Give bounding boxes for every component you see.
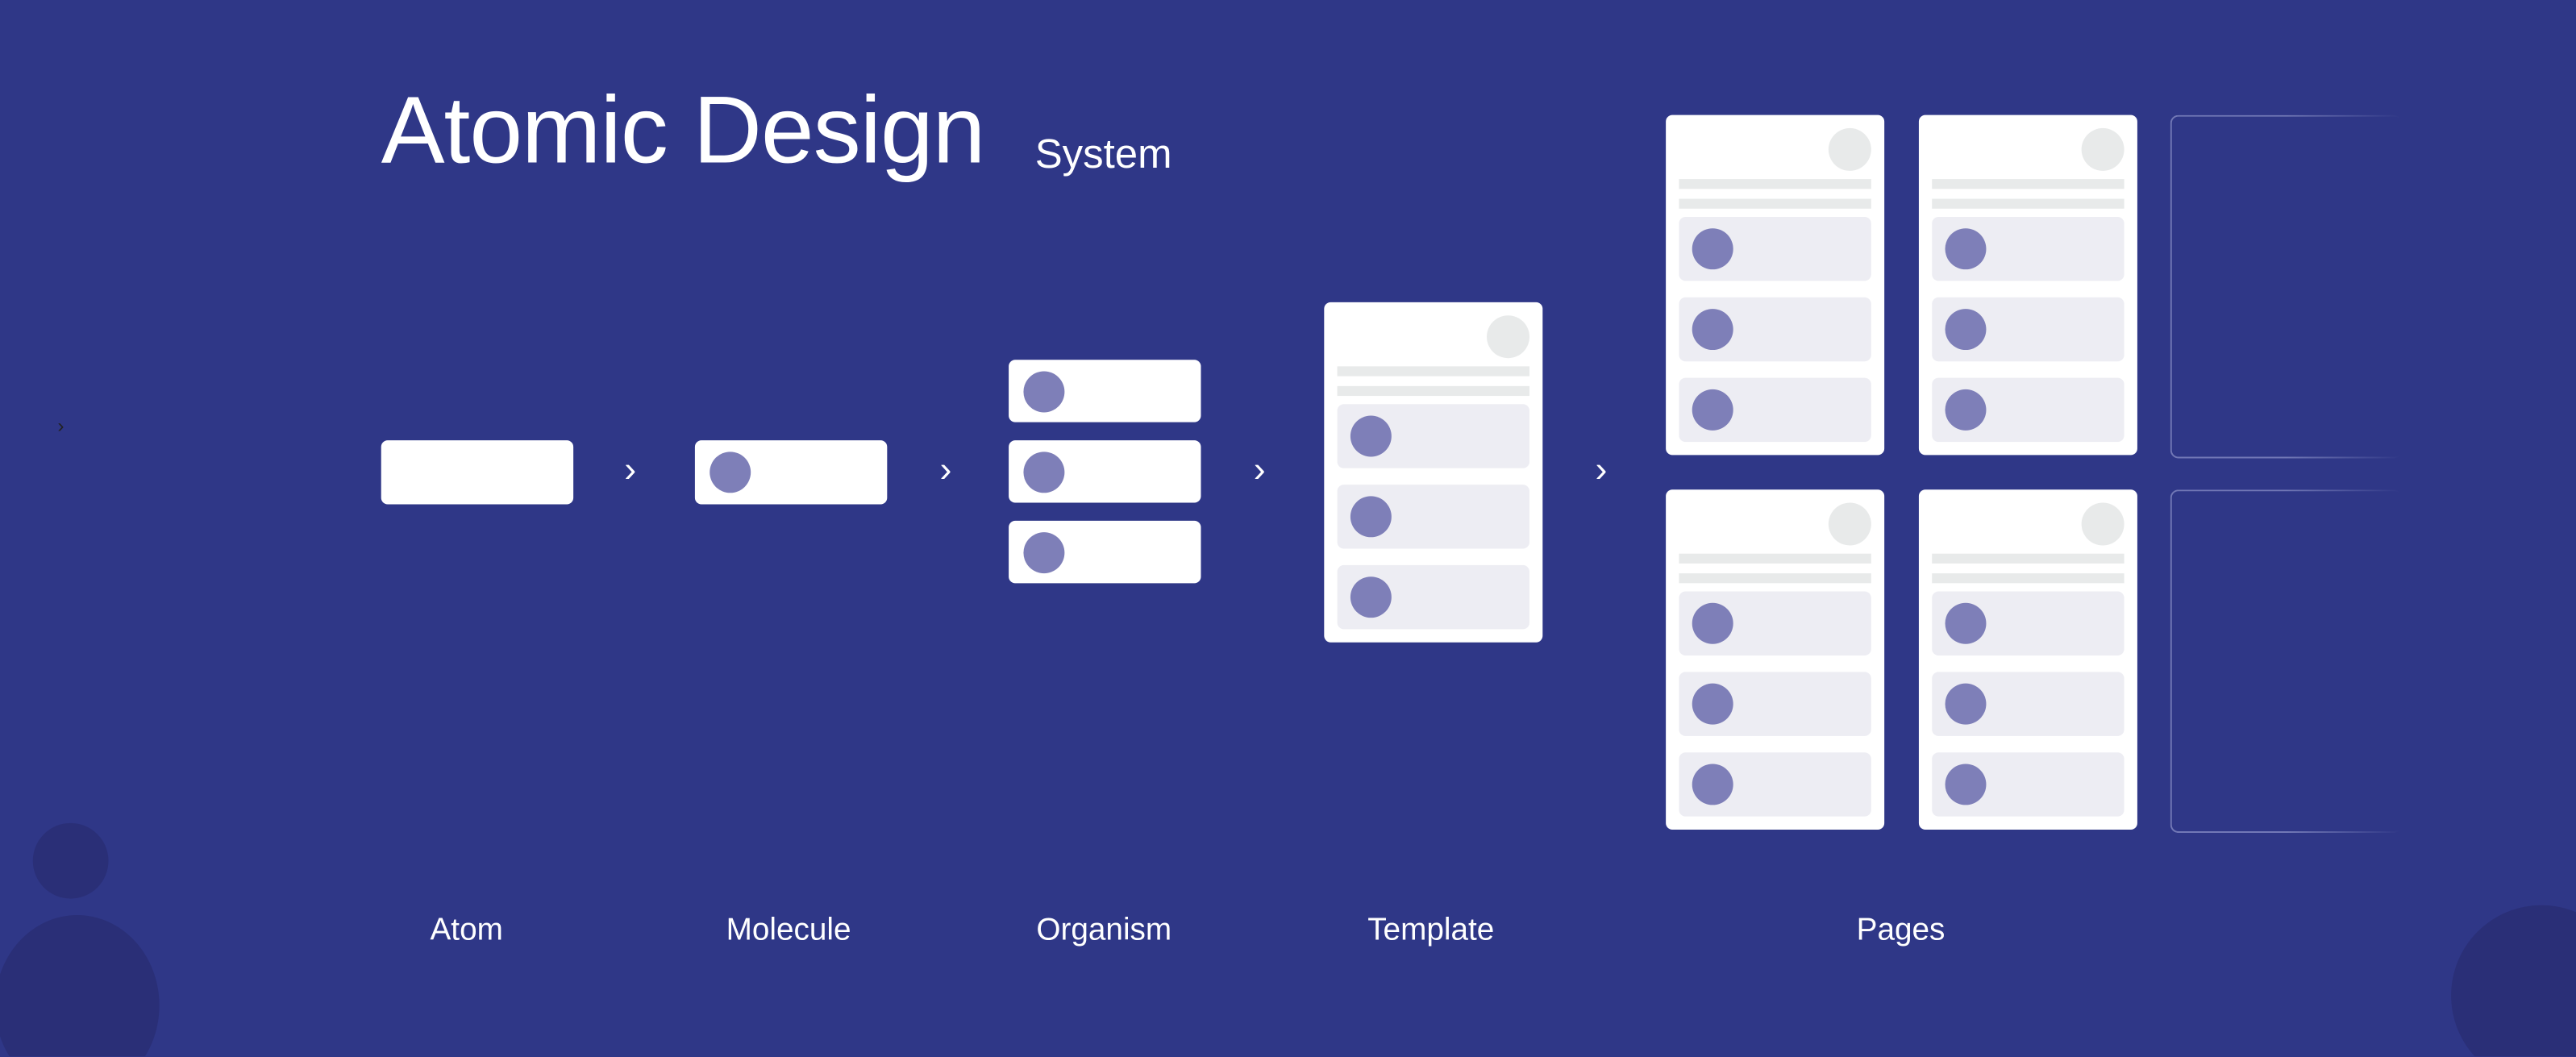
chevron-right-icon: › bbox=[624, 448, 637, 490]
page-subtitle: System bbox=[1034, 131, 1172, 178]
atom-shape bbox=[381, 440, 574, 505]
label-molecule: Molecule bbox=[726, 913, 851, 948]
decorative-circle bbox=[2451, 905, 2576, 1057]
organism-dot bbox=[1023, 532, 1065, 574]
line-placeholder bbox=[1932, 553, 2124, 564]
template-row bbox=[1679, 377, 1871, 443]
template-row bbox=[1337, 404, 1530, 468]
line-placeholder bbox=[1679, 179, 1871, 189]
template-row bbox=[1679, 752, 1871, 817]
line-placeholder bbox=[1679, 573, 1871, 584]
avatar-placeholder bbox=[2081, 127, 2124, 171]
template-row bbox=[1932, 297, 2124, 362]
template-dot bbox=[1945, 389, 1987, 431]
avatar-placeholder bbox=[1828, 502, 1871, 546]
line-placeholder bbox=[1932, 198, 2124, 209]
template-dot bbox=[1945, 683, 1987, 725]
label-organism: Organism bbox=[1036, 913, 1172, 948]
label-atom: Atom bbox=[430, 913, 503, 948]
template-dot bbox=[1350, 415, 1392, 457]
organism-dot bbox=[1023, 371, 1065, 413]
template-dot bbox=[1945, 228, 1987, 270]
chevron-right-icon: › bbox=[1253, 448, 1266, 490]
template-dot bbox=[1350, 576, 1392, 618]
decorative-circle bbox=[32, 822, 109, 899]
template-row bbox=[1679, 672, 1871, 736]
page-card bbox=[1666, 114, 1885, 456]
page-card bbox=[1918, 114, 2137, 456]
line-placeholder bbox=[1679, 198, 1871, 209]
line-placeholder bbox=[1679, 553, 1871, 564]
label-pages: Pages bbox=[1856, 913, 1946, 948]
template-dot bbox=[1945, 764, 1987, 805]
template-row bbox=[1932, 752, 2124, 817]
template-dot bbox=[1350, 496, 1392, 538]
template-row bbox=[1679, 297, 1871, 362]
avatar-placeholder bbox=[1828, 127, 1871, 171]
template-dot bbox=[1692, 602, 1733, 644]
template-dot bbox=[1945, 602, 1987, 644]
organism-row bbox=[1009, 440, 1201, 503]
chevron-right-icon: › bbox=[939, 448, 952, 490]
template-dot bbox=[1692, 764, 1733, 805]
label-template: Template bbox=[1367, 913, 1495, 948]
template-shape bbox=[1324, 302, 1543, 643]
organism-row bbox=[1009, 520, 1201, 584]
molecule-dot bbox=[710, 452, 751, 493]
avatar-placeholder bbox=[1487, 315, 1530, 359]
template-dot bbox=[1692, 309, 1733, 351]
line-placeholder bbox=[1932, 573, 2124, 584]
page-card bbox=[1666, 489, 1885, 830]
template-row bbox=[1679, 591, 1871, 656]
template-row bbox=[1932, 591, 2124, 656]
page-title: Atomic Design bbox=[381, 77, 986, 185]
chevron-right-icon: › bbox=[1595, 448, 1608, 490]
line-placeholder bbox=[1337, 366, 1530, 377]
template-dot bbox=[1692, 389, 1733, 431]
page-card bbox=[1918, 489, 2137, 830]
template-row bbox=[1337, 564, 1530, 630]
organism-dot bbox=[1023, 452, 1065, 493]
template-row bbox=[1679, 216, 1871, 281]
template-dot bbox=[1692, 228, 1733, 270]
chevron-right-icon: › bbox=[57, 414, 65, 438]
avatar-placeholder bbox=[2081, 502, 2124, 546]
template-row bbox=[1932, 216, 2124, 281]
decorative-circle bbox=[0, 914, 160, 1057]
organism-row bbox=[1009, 360, 1201, 422]
molecule-shape bbox=[694, 440, 888, 505]
template-dot bbox=[1945, 309, 1987, 351]
template-dot bbox=[1692, 683, 1733, 725]
template-row bbox=[1337, 485, 1530, 549]
line-placeholder bbox=[1337, 385, 1530, 397]
template-row bbox=[1932, 672, 2124, 736]
page-outline bbox=[2170, 489, 2402, 834]
line-placeholder bbox=[1932, 179, 2124, 189]
page-outline bbox=[2170, 114, 2402, 459]
template-row bbox=[1932, 377, 2124, 443]
